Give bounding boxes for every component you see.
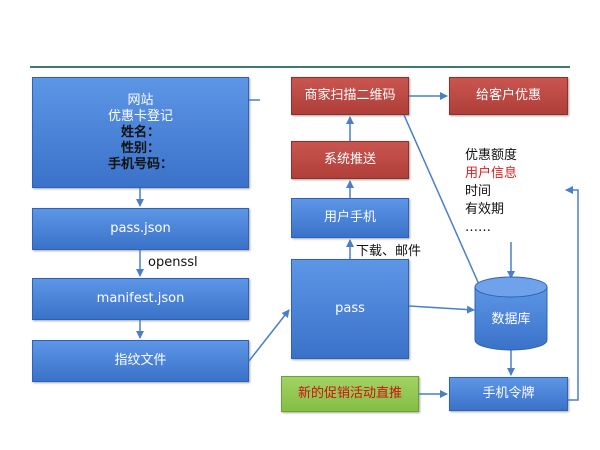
promo-push-box: 新的促销活动直推 <box>281 376 419 412</box>
info-discount-amount: 优惠额度 <box>465 148 518 163</box>
loop-phonetoken-to-top <box>565 186 579 401</box>
system-push-label: 系统推送 <box>323 152 376 167</box>
info-time: 时间 <box>465 184 492 199</box>
website-title: 网站 <box>127 92 154 108</box>
info-validity: 有效期 <box>465 202 505 217</box>
field-name: 姓名： <box>120 124 160 140</box>
fingerprint-file-box: 指纹文件 <box>32 340 249 382</box>
database-cylinder <box>474 276 548 351</box>
header-rule <box>30 66 570 68</box>
discount-card-registration: 优惠卡登记 <box>107 108 173 124</box>
info-user-info: 用户信息 <box>465 166 518 181</box>
pass-box: pass <box>291 259 409 359</box>
phone-token-label: 手机令牌 <box>482 386 535 401</box>
pass-info-list: 优惠额度 用户信息 时间 有效期 …… <box>465 147 517 237</box>
info-ellipsis: …… <box>465 220 491 235</box>
pass-json-label: pass.json <box>110 221 171 236</box>
manifest-json-label: manifest.json <box>96 291 185 306</box>
pass-label: pass <box>335 301 365 316</box>
give-discount-box: 给客户优惠 <box>449 77 568 115</box>
user-phone-label: 用户手机 <box>323 210 376 225</box>
arrow-pass-to-database <box>408 305 475 314</box>
give-discount-label: 给客户优惠 <box>475 88 541 103</box>
arrow-merchantscan-to-database <box>403 114 486 299</box>
field-phone: 手机号码： <box>107 156 173 172</box>
arrow-fingerprint-to-pass <box>248 309 290 362</box>
website-registration-box: 网站 优惠卡登记 姓名： 性别： 手机号码： <box>32 77 249 188</box>
merchant-scan-box: 商家扫描二维码 <box>291 77 409 115</box>
fingerprint-file-label: 指纹文件 <box>114 353 167 368</box>
field-gender: 性别： <box>120 140 160 156</box>
manifest-json-box: manifest.json <box>32 278 249 320</box>
database-label: 数据库 <box>491 311 530 327</box>
phone-token-box: 手机令牌 <box>449 377 568 411</box>
openssl-label: openssl <box>148 255 198 270</box>
user-phone-box: 用户手机 <box>291 198 409 238</box>
system-push-box: 系统推送 <box>291 141 409 179</box>
download-mail-label: 下载、邮件 <box>356 244 422 259</box>
merchant-scan-label: 商家扫描二维码 <box>304 88 396 103</box>
pass-json-box: pass.json <box>32 208 249 250</box>
promo-push-label: 新的促销活动直推 <box>297 386 402 401</box>
